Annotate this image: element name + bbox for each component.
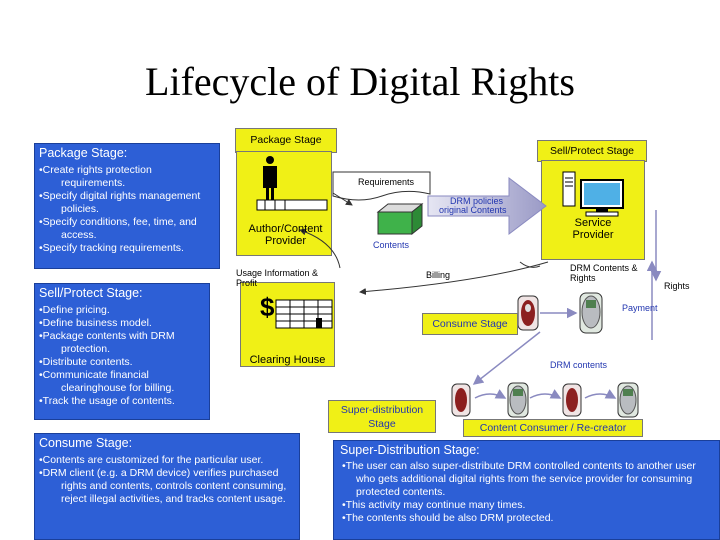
drm-contents-rights-label: DRM Contents & Rights [570, 263, 638, 283]
phone-icon [617, 382, 639, 418]
drm-policies-label: DRM policies [450, 196, 504, 206]
list-item: •Define business model. [39, 317, 152, 329]
usage-information-label: Usage Information & Profit [236, 268, 319, 288]
list-item: •Distribute contents. [39, 356, 133, 368]
phone-icon [562, 383, 582, 417]
original-contents-label: original Contents [439, 205, 507, 215]
service-provider-computer-icon [562, 171, 624, 217]
list-item: •The user can also super-distribute DRM … [342, 460, 696, 498]
payment-label: Payment [622, 303, 658, 313]
consume-stage-list: •Contents are customized for the particu… [35, 454, 299, 506]
list-item: •Define pricing. [39, 304, 110, 316]
requirements-arrow [332, 192, 353, 206]
super-distribution-heading: Super-Distribution Stage: [340, 443, 480, 457]
redistribute-arrow [584, 389, 617, 399]
clearing-house-label: Clearing House [249, 354, 326, 366]
redistribute-arrow [474, 389, 507, 399]
content-consumer-label: Content Consumer / Re-creator [463, 419, 643, 437]
requirements-document-icon [332, 171, 431, 201]
consume-stage-heading: Consume Stage: [39, 436, 133, 450]
dollar-icon: $ [260, 292, 275, 322]
author-provider-label: Author/Content Provider [248, 223, 323, 247]
list-item: •Specify digital rights management polic… [39, 190, 201, 215]
rights-label: Rights [664, 281, 690, 291]
sell-protect-stage-list: •Define pricing. •Define business model.… [35, 304, 209, 408]
sell-protect-stage-heading: Sell/Protect Stage: [39, 286, 143, 300]
phone-icon [579, 292, 603, 334]
billing-curve [519, 261, 541, 268]
service-provider-label: Service Provider [572, 217, 614, 241]
billing-arrow [359, 261, 549, 295]
redistribute-arrow [529, 389, 562, 399]
contents-label: Contents [373, 240, 410, 250]
package-stage-heading: Package Stage: [39, 146, 128, 160]
consume-stage-label: Consume Stage [422, 313, 518, 335]
list-item: •Contents are customized for the particu… [39, 454, 264, 466]
super-distribution-stage-label: Super-distribution Stage [328, 400, 436, 433]
list-item: •Specify conditions, fee, time, and acce… [39, 216, 197, 241]
phone-icon [517, 295, 539, 331]
page-title: Lifecycle of Digital Rights [145, 59, 575, 104]
list-item: •Create rights protection requirements. [39, 164, 152, 189]
clearing-house-building-icon [275, 299, 333, 329]
super-distribution-stage-box: Super-Distribution Stage: •The user can … [333, 440, 720, 540]
consume-stage-box: Consume Stage: •Contents are customized … [34, 433, 300, 540]
list-item: •Package contents with DRM protection. [39, 330, 175, 355]
requirements-label: Requirements [358, 177, 415, 187]
list-item: •The contents should be also DRM protect… [342, 512, 554, 524]
list-item: •Track the usage of contents. [39, 395, 175, 407]
package-stage-list: •Create rights protection requirements. … [35, 164, 219, 255]
package-stage-box: Package Stage: •Create rights protection… [34, 143, 220, 269]
service-provider-node [541, 160, 645, 260]
list-item: •Communicate financial clearinghouse for… [39, 369, 175, 394]
contents-box-icon [376, 202, 424, 236]
phone-icon [451, 383, 471, 417]
list-item: •DRM client (e.g. a DRM device) verifies… [39, 467, 287, 505]
sell-protect-stage-label: Sell/Protect Stage [549, 145, 635, 157]
author-person-icon [256, 156, 328, 211]
usage-info-arrow [299, 228, 341, 269]
drm-contents-label: DRM contents [550, 360, 608, 370]
package-stage-label: Package Stage [250, 134, 322, 146]
list-item: •This activity may continue many times. [342, 499, 526, 511]
list-item: •Specify tracking requirements. [39, 242, 184, 254]
phone-icon [507, 382, 529, 418]
billing-label: Billing [426, 270, 451, 280]
super-distribution-list: •The user can also super-distribute DRM … [334, 460, 719, 525]
drm-contents-arrow [472, 331, 541, 385]
package-stage-tab: Package Stage [235, 128, 337, 153]
sell-protect-stage-box: Sell/Protect Stage: •Define pricing. •De… [34, 283, 210, 420]
drm-policies-arrow [427, 176, 547, 236]
